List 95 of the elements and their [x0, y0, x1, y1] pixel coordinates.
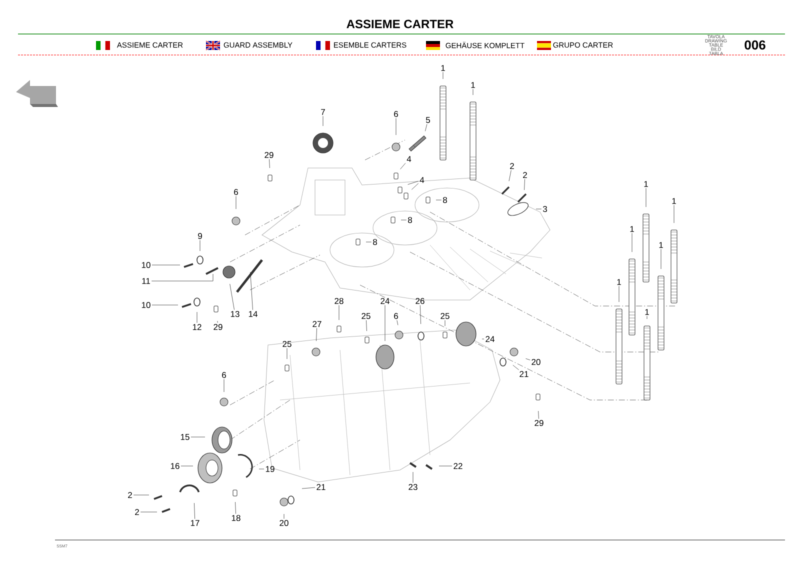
leader-line [190, 436, 206, 438]
callout-number: 2 [135, 509, 139, 515]
callout-number: 25 [362, 313, 370, 319]
callout-number: 23 [408, 484, 418, 490]
leader-line [396, 320, 398, 326]
leader-line [412, 472, 414, 483]
callout-number: 1 [617, 279, 621, 285]
callout-number: 6 [394, 111, 398, 117]
leader-line [442, 72, 444, 80]
callout-number: 14 [248, 311, 258, 317]
callout-number: 29 [214, 324, 222, 330]
callout-number: 25 [440, 313, 450, 319]
leader-line [384, 304, 386, 342]
leader-line [526, 358, 530, 360]
callout-number: 11 [142, 278, 150, 284]
leader-line [400, 162, 406, 170]
leader-line [420, 305, 422, 324]
callout-number: 4 [406, 156, 412, 162]
leader-line [411, 183, 419, 190]
callout-number: 20 [280, 520, 288, 526]
callout-number: 21 [520, 371, 528, 377]
callout-number: 3 [542, 206, 547, 212]
callout-number: 10 [142, 262, 150, 268]
callout-number: 10 [142, 302, 150, 308]
leader-line [538, 410, 539, 419]
leader-line [230, 284, 234, 310]
callout-number: 24 [486, 336, 494, 342]
leader-line [508, 170, 512, 182]
callout-number: 1 [644, 181, 648, 187]
leader-line [194, 502, 196, 520]
callout-number: 9 [198, 233, 202, 239]
leader-line [322, 116, 324, 126]
callout-number: 8 [408, 217, 412, 223]
callout-number: 17 [190, 520, 200, 526]
callout-number: 20 [532, 359, 540, 365]
callout-number: 8 [373, 239, 377, 245]
callout-number: 25 [282, 341, 292, 347]
page-title: ASSIEME CARTER [346, 20, 454, 28]
callout-number: 22 [454, 463, 462, 469]
leader-line [408, 180, 419, 185]
leader-line [524, 178, 525, 190]
leader-line [286, 348, 288, 360]
callout-number: 1 [659, 242, 663, 248]
leader-line [217, 320, 218, 323]
leader-line [151, 274, 214, 282]
callout-number: 1 [471, 82, 475, 88]
leader-line [269, 159, 270, 168]
callout-number: 1 [672, 198, 676, 204]
leader-line [235, 502, 236, 514]
leader-line [472, 88, 474, 96]
callout-number: 13 [230, 311, 240, 317]
leader-line [133, 494, 150, 496]
leader-line [250, 272, 253, 310]
leader-line [425, 124, 428, 132]
leader-line [482, 338, 484, 340]
leader-line [366, 320, 367, 332]
callout-number: 2 [523, 172, 527, 178]
callout-number: 24 [380, 298, 390, 304]
leader-line [660, 248, 662, 270]
callout-number: 8 [443, 197, 447, 203]
callout-number: 16 [170, 463, 180, 469]
table-number: 006 [744, 40, 766, 50]
callout-number: 29 [264, 152, 274, 158]
callout-number: 6 [234, 189, 238, 195]
callout-number: 18 [232, 515, 240, 521]
callout-number: 4 [420, 177, 424, 183]
leader-line [196, 312, 198, 324]
callout-number: 1 [645, 309, 649, 315]
leader-line [512, 364, 519, 370]
leader-line [536, 208, 542, 210]
callout-number: 28 [334, 298, 344, 304]
leader-line [152, 264, 180, 266]
callout-number: 1 [630, 226, 634, 232]
callout-number: 2 [128, 492, 132, 498]
callout-number: 21 [316, 484, 326, 490]
callout-number: 15 [180, 434, 190, 440]
callout-number: 26 [416, 298, 424, 304]
callout-number: 2 [510, 163, 514, 169]
leader-line [152, 304, 178, 306]
leader-line [338, 305, 340, 320]
callout-number: 6 [394, 313, 398, 319]
leader-line [302, 487, 316, 489]
callout-number: 6 [222, 372, 226, 378]
callout-number: 12 [192, 324, 202, 330]
callout-number: 5 [426, 117, 430, 123]
leader-line [258, 468, 264, 470]
callout-number: 1 [441, 65, 445, 71]
callout-number: 29 [534, 420, 544, 426]
callout-number: 27 [312, 321, 322, 327]
callout-number: 7 [321, 109, 325, 115]
leader-line [618, 286, 620, 302]
leader-line [444, 320, 446, 326]
leader-line [646, 316, 648, 320]
leader-line [316, 328, 318, 342]
callout-number: 19 [266, 466, 274, 472]
